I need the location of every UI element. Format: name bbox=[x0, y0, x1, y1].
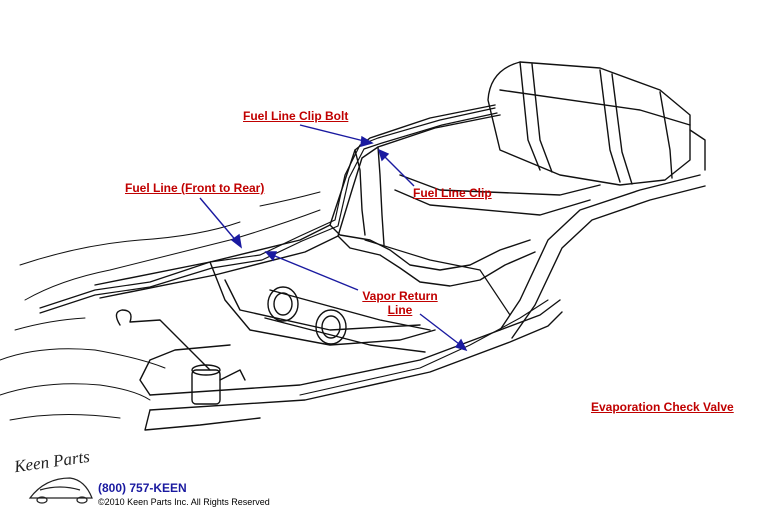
keen-parts-logo bbox=[28, 477, 93, 504]
callout-evaporation-check-valve[interactable]: Evaporation Check Valve bbox=[591, 400, 734, 414]
evaporation-canister bbox=[115, 309, 246, 405]
fuel-tank bbox=[487, 61, 706, 186]
callout-fuel-line-clip-bolt[interactable]: Fuel Line Clip Bolt bbox=[243, 109, 349, 123]
arrow-fuel-line-clip bbox=[377, 148, 415, 187]
ground-contours bbox=[0, 191, 321, 421]
callout-fuel-line-clip[interactable]: Fuel Line Clip bbox=[413, 186, 492, 200]
footer-phone: (800) 757-KEEN bbox=[98, 481, 187, 495]
callout-vapor-return-line-1: Vapor Return bbox=[362, 289, 438, 303]
center-tube bbox=[264, 286, 431, 353]
arrow-vapor-return-upper bbox=[264, 251, 359, 291]
callout-vapor-return-line[interactable]: Vapor Return Line bbox=[360, 289, 440, 317]
callout-vapor-return-line-2: Line bbox=[387, 303, 413, 317]
cross-members bbox=[209, 174, 601, 346]
callout-fuel-line-front-to-rear[interactable]: Fuel Line (Front to Rear) bbox=[125, 181, 265, 195]
frame-rails bbox=[94, 104, 706, 431]
arrow-fuel-line-clip-bolt bbox=[299, 124, 374, 147]
vapor-return-line bbox=[299, 299, 549, 396]
fuel-line bbox=[39, 107, 511, 316]
footer-copyright: ©2010 Keen Parts Inc. All Rights Reserve… bbox=[98, 497, 270, 507]
arrow-fuel-line-front-to-rear bbox=[199, 197, 242, 249]
arrow-vapor-return-lower bbox=[419, 313, 468, 352]
